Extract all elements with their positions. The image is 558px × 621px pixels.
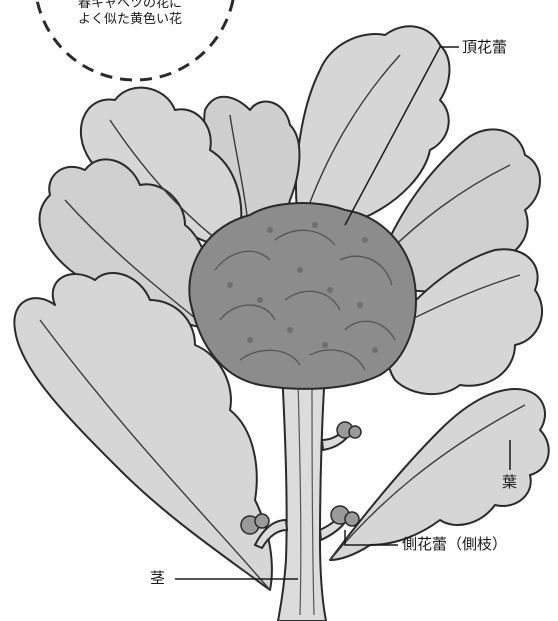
label-terminal-bud: 頂花蕾 xyxy=(462,40,507,55)
label-leaf: 葉 xyxy=(502,475,517,490)
label-stem: 茎 xyxy=(150,571,165,586)
label-side-bud: 側花蕾（側枝） xyxy=(402,537,507,552)
callout-line-1: 春キャベツの花に xyxy=(40,0,220,12)
terminal-floret-head xyxy=(189,203,416,389)
callout-line-2: よく似た黄色い花 xyxy=(40,12,220,28)
callout-text: 春キャベツの花に よく似た黄色い花 xyxy=(40,0,220,28)
